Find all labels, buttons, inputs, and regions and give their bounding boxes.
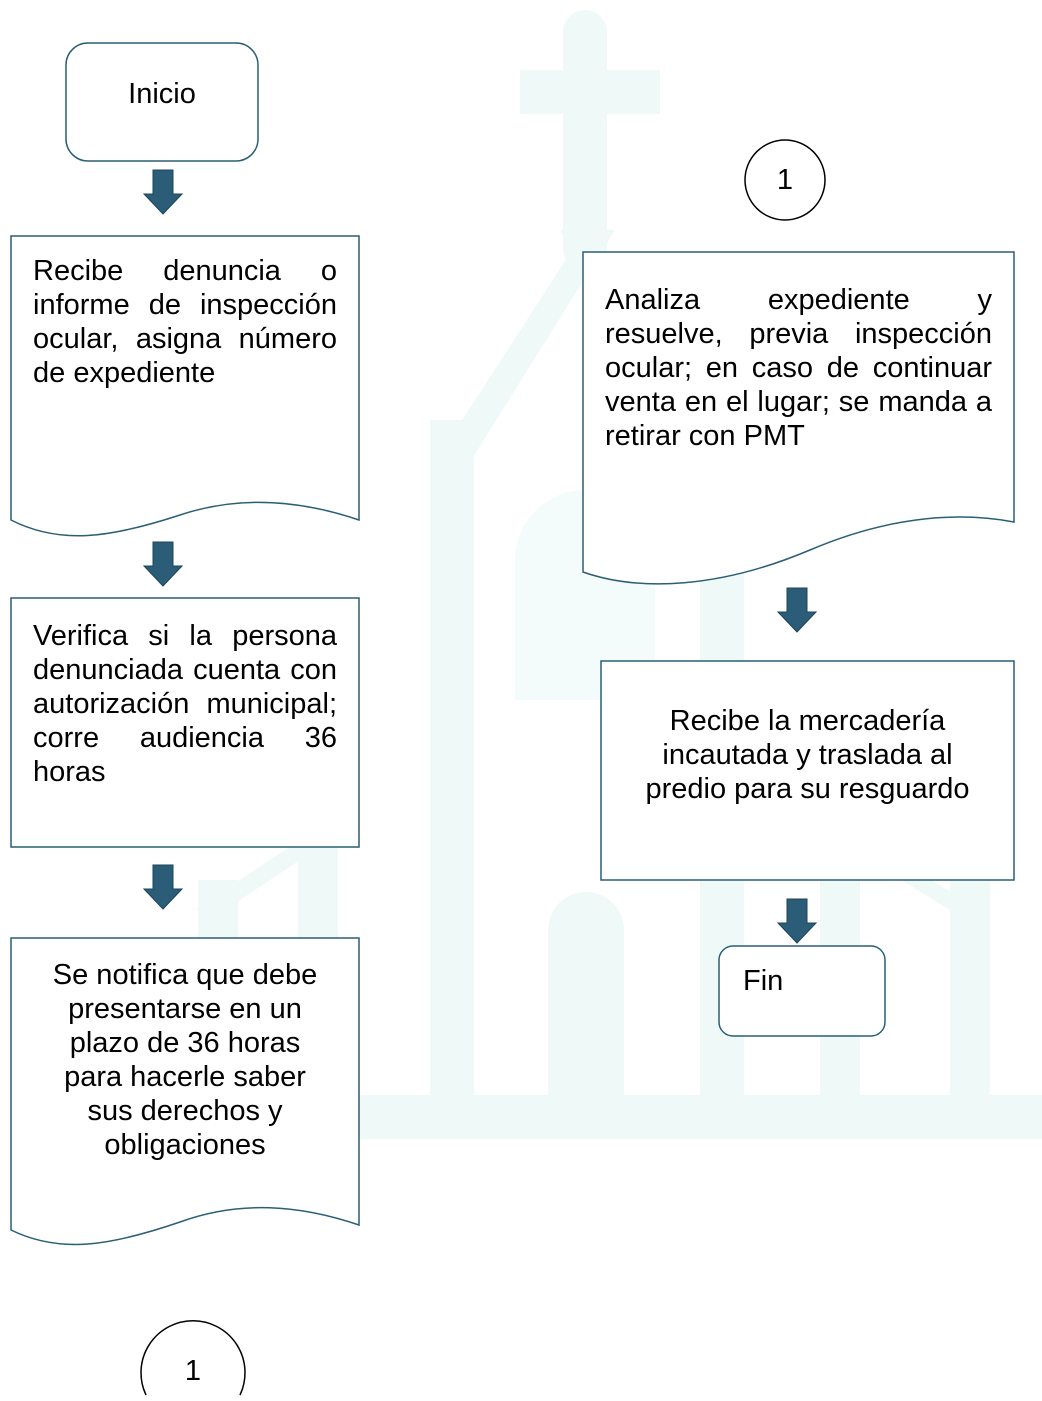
end-terminal (718, 945, 886, 1037)
arrow-icon (142, 541, 184, 587)
document-shape-notifica (10, 937, 360, 1246)
start-terminal (65, 42, 259, 162)
document-shape-analiza (582, 251, 1015, 585)
connector-label-left: 1 (184, 1355, 202, 1387)
end-label: Fin (743, 965, 784, 997)
step-analiza-text: Analiza expediente y resuelve, previa in… (605, 284, 992, 452)
offpage-connector-left (140, 1320, 246, 1396)
start-label: Inicio (128, 78, 196, 110)
arrow-icon (142, 169, 184, 215)
arrow-icon (776, 587, 818, 633)
step-recibe-denuncia-text: Recibe denuncia o informe de inspección … (33, 255, 337, 389)
arrow-icon (776, 898, 818, 944)
connector-label-right: 1 (776, 164, 794, 196)
step-notifica-text: Se notifica que debe presentarse en un p… (52, 959, 318, 1161)
step-recibe-mercaderia-text: Recibe la mercadería incautada y traslad… (645, 705, 970, 805)
arrow-icon (142, 864, 184, 910)
process-box-recibe-mercaderia (600, 660, 1015, 881)
document-shape-recibe-denuncia (10, 235, 360, 537)
process-box-verifica (10, 597, 360, 848)
offpage-connector-right (744, 139, 826, 221)
step-verifica-text: Verifica si la persona denunciada cuenta… (33, 620, 337, 788)
